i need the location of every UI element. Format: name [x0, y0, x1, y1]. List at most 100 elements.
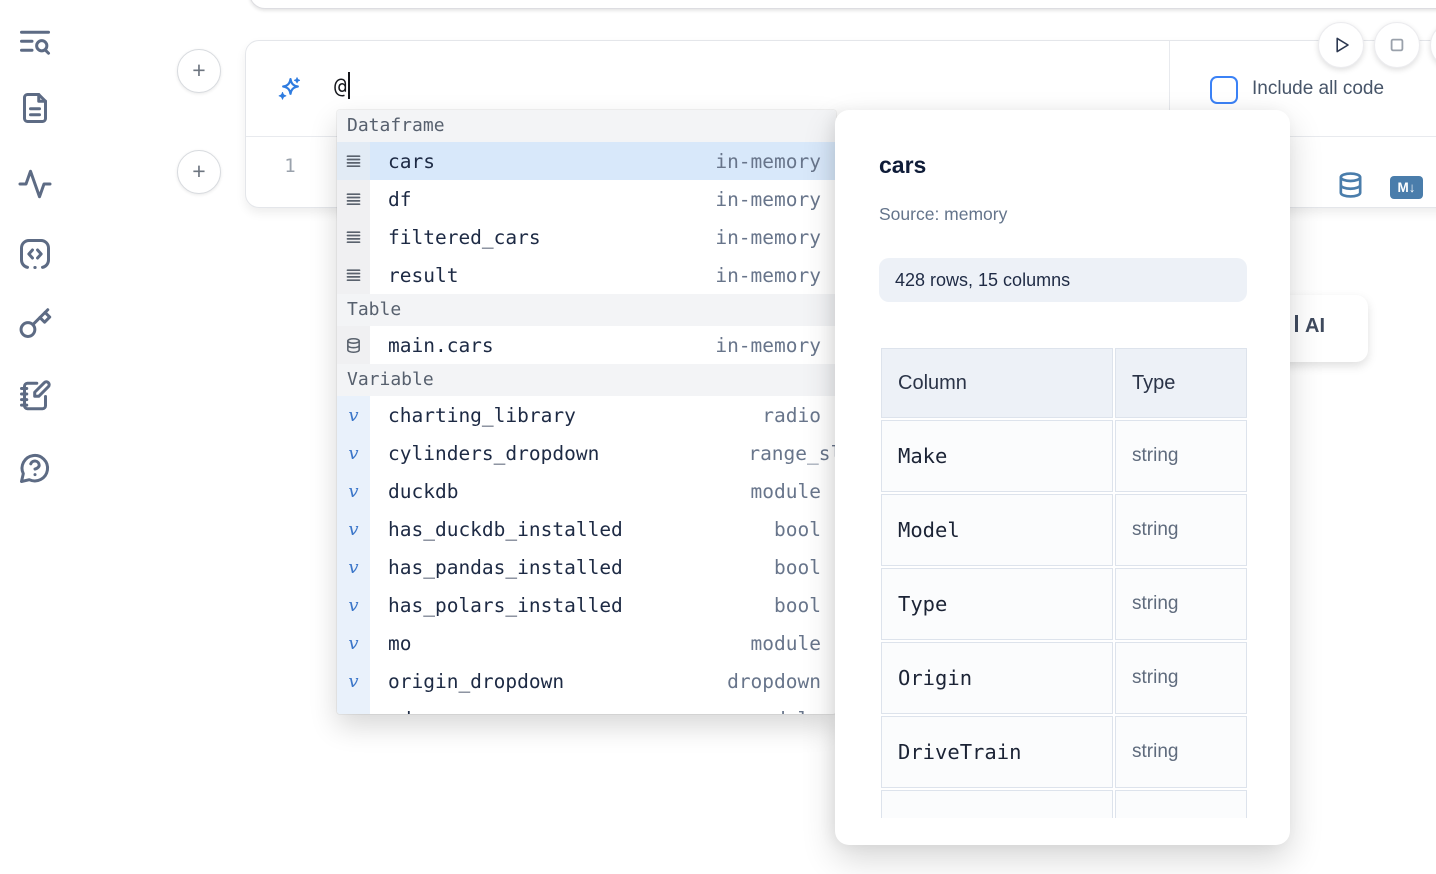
item-type: dropdown [727, 669, 821, 693]
item-name: filtered_cars [388, 225, 541, 249]
variable-icon: v [337, 510, 370, 548]
sidebar [0, 0, 72, 874]
ai-prompt-input[interactable]: @ [334, 72, 350, 99]
rows-icon [337, 180, 370, 218]
item-type: in-memory [715, 333, 821, 357]
sidebar-activity-icon[interactable] [17, 166, 53, 202]
run-cell-button[interactable] [1318, 22, 1364, 68]
sidebar-key-icon[interactable] [17, 306, 53, 342]
column-name [881, 790, 1113, 818]
item-name: pd [388, 708, 751, 715]
item-type: in-memory [715, 263, 821, 287]
line-number: 1 [284, 155, 296, 177]
autocomplete-item-pd[interactable]: v pdmodule [337, 700, 836, 714]
item-name: has_duckdb_installed [388, 517, 623, 541]
item-name: has_pandas_installed [388, 555, 623, 579]
column-type: string [1115, 568, 1247, 640]
include-all-code-label: Include all code [1252, 78, 1385, 99]
column-type [1115, 790, 1247, 818]
item-name: mo [388, 631, 412, 655]
column-name: Origin [881, 642, 1113, 714]
sidebar-scratchpad-icon[interactable] [17, 378, 53, 414]
text-caret [347, 72, 350, 99]
markdown-icon[interactable]: M↓ [1390, 176, 1423, 199]
variable-icon: v [337, 472, 370, 510]
item-type: module [750, 479, 821, 503]
panel-source: Source: memory [879, 204, 1008, 224]
item-name: charting_library [388, 403, 576, 427]
column-name: DriveTrain [881, 716, 1113, 788]
variable-icon: v [337, 434, 370, 472]
sidebar-toc-search-icon[interactable] [17, 24, 53, 60]
column-name: Model [881, 494, 1113, 566]
variable-icon: v [337, 586, 370, 624]
database-icon[interactable] [1336, 170, 1365, 200]
item-type: in-memory [715, 187, 821, 211]
database-icon [337, 326, 370, 364]
item-type: in-memory [715, 225, 821, 249]
add-cell-below-button[interactable]: + [177, 150, 221, 194]
column-type: string [1115, 420, 1247, 492]
generate-with-ai-label: AI [1295, 315, 1325, 338]
autocomplete-item-has_polars_installed[interactable]: v has_polars_installed bool [337, 586, 836, 624]
item-name: has_polars_installed [388, 593, 623, 617]
rows-icon [337, 256, 370, 294]
item-type: bool [774, 593, 821, 617]
column-name: Make [881, 420, 1113, 492]
autocomplete-item-charting_library[interactable]: v charting_library radio [337, 396, 836, 434]
autocomplete-item-filtered_cars[interactable]: filtered_cars in-memory [337, 218, 836, 256]
previous-cell-edge [249, 0, 1436, 9]
shape-badge: 428 rows, 15 columns [879, 258, 1247, 302]
column-type: string [1115, 494, 1247, 566]
sidebar-file-document-icon[interactable] [17, 90, 53, 126]
rows-icon [337, 142, 370, 180]
variable-icon: v [337, 396, 370, 434]
sidebar-help-chat-icon[interactable] [17, 450, 53, 486]
autocomplete-section-header: Dataframe [337, 110, 836, 142]
item-type: range_sli [748, 441, 836, 465]
include-all-code-checkbox[interactable] [1210, 76, 1238, 104]
variable-icon: v [337, 624, 370, 662]
panel-title: cars [879, 152, 927, 178]
item-name: cars [388, 149, 435, 173]
item-type: in-memory [715, 149, 821, 173]
autocomplete-section-header: Variable [337, 364, 836, 396]
item-name: duckdb [388, 479, 459, 503]
autocomplete-section-header: Table [337, 294, 836, 326]
schema-row-partial [881, 790, 1247, 818]
column-type: string [1115, 716, 1247, 788]
schema-header-column: Column [881, 348, 1113, 418]
item-name: df [388, 187, 412, 211]
item-type: module [751, 708, 821, 715]
variable-icon: v [337, 548, 370, 586]
ai-options-area: Include all code [1169, 41, 1436, 136]
stop-cell-button[interactable] [1374, 22, 1420, 68]
schema-header-type: Type [1115, 348, 1247, 418]
autocomplete-item-cylinders_dropdown[interactable]: v cylinders_dropdown range_sli [337, 434, 836, 472]
item-name: cylinders_dropdown [388, 441, 600, 465]
item-type: module [750, 631, 821, 655]
item-type: radio [762, 403, 821, 427]
item-name: origin_dropdown [388, 669, 565, 693]
sidebar-code-snippet-icon[interactable] [17, 236, 53, 272]
autocomplete-item-cars[interactable]: cars in-memory [337, 142, 836, 180]
autocomplete-item-df[interactable]: df in-memory [337, 180, 836, 218]
sparkles-icon [277, 76, 304, 103]
add-cell-above-button[interactable]: + [177, 49, 221, 93]
variable-icon: v [337, 700, 370, 714]
